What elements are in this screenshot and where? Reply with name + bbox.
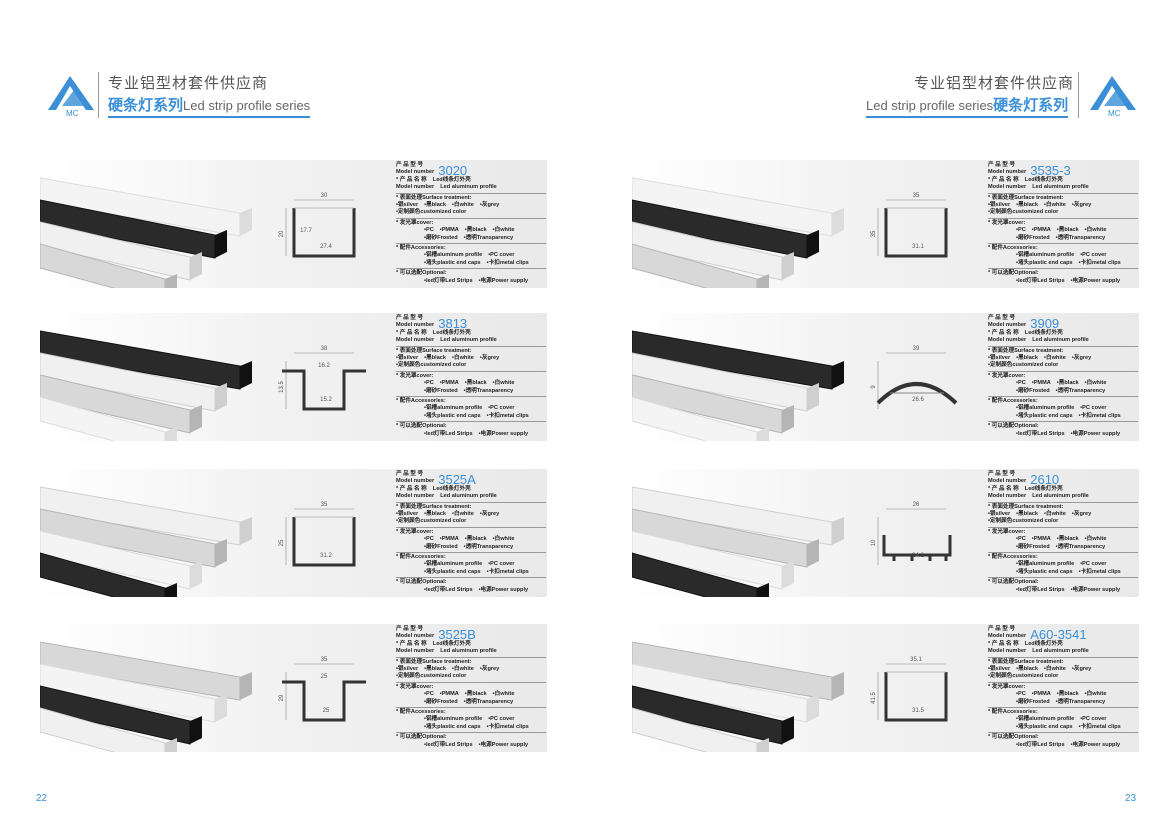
dim-height: 25 xyxy=(279,539,285,546)
cross-section-drawing: 38 13.5 15.2 16.2 xyxy=(279,346,366,411)
dim-inner-width: 15.2 xyxy=(320,397,332,403)
dim-width: 35 xyxy=(913,193,920,199)
dim-inner-width: 26.6 xyxy=(912,397,924,403)
dim-inner-width: 27.4 xyxy=(320,244,332,250)
dim-top-width: 16.2 xyxy=(318,363,330,369)
header-subtitle: 专业铝型材套件供应商 xyxy=(914,75,1075,92)
model-number: 3525B xyxy=(438,626,476,642)
product-photo xyxy=(40,486,252,597)
product-photo xyxy=(40,330,252,441)
model-number: 3909 xyxy=(1030,315,1060,331)
dim-width: 35 xyxy=(321,502,328,508)
profile-bar xyxy=(40,396,166,441)
product-photo xyxy=(40,641,252,752)
dim-width: 35.1 xyxy=(910,657,922,663)
company-logo: MC xyxy=(1090,76,1136,118)
dim-width: 35 xyxy=(321,657,328,663)
dim-inner-width: 25 xyxy=(323,708,330,714)
cross-section-drawing: 39 9 26.6 xyxy=(871,346,958,409)
dim-width: 38 xyxy=(321,346,328,352)
dim-height: 10 xyxy=(871,539,877,546)
dim-inner-width: 31.2 xyxy=(320,553,332,559)
dim-inner-height: 17.7 xyxy=(300,228,312,234)
cross-section-drawing: 35.1 41.5 31.5 xyxy=(871,657,948,722)
profile-bar xyxy=(632,707,758,752)
product-photo xyxy=(632,177,844,288)
dim-height: 29 xyxy=(279,694,285,701)
product-photo xyxy=(632,486,844,597)
header-title: 硬条灯系列Led strip profile series xyxy=(108,94,311,118)
profile-bar xyxy=(40,552,166,597)
dim-inner-width: 31.1 xyxy=(912,244,924,250)
svg-text:MC: MC xyxy=(66,109,79,118)
product-photo xyxy=(632,641,844,752)
profile-bar xyxy=(40,243,166,288)
product-photo xyxy=(40,177,252,288)
dim-top-width: 25 xyxy=(321,674,328,680)
cross-section-drawing: 35 29 25 25 xyxy=(279,657,366,722)
cross-section-drawing: 26 10 24.2 xyxy=(871,502,952,565)
header-title: Led strip profile series硬条灯系列 xyxy=(866,94,1069,118)
profile-bar xyxy=(40,707,166,752)
dim-height: 20 xyxy=(279,230,285,237)
model-number: 2610 xyxy=(1030,471,1060,487)
page-number-left: 22 xyxy=(36,793,48,804)
model-number: 3813 xyxy=(438,315,468,331)
cross-section-drawing: 35 25 31.2 xyxy=(279,502,356,567)
profile-bar xyxy=(632,396,758,441)
company-logo: MC xyxy=(48,76,94,118)
model-number: 3525A xyxy=(438,471,476,487)
dim-inner-width: 31.5 xyxy=(912,708,924,714)
model-number: 3535-3 xyxy=(1030,162,1071,178)
model-number: A60-3541 xyxy=(1030,626,1087,642)
profile-bar xyxy=(632,243,758,288)
page-number-right: 23 xyxy=(1125,793,1137,804)
dim-width: 30 xyxy=(321,193,328,199)
cross-section-drawing: 35 35 31.1 xyxy=(871,193,948,258)
model-number: 3020 xyxy=(438,162,468,178)
product-photo xyxy=(632,330,844,441)
svg-text:MC: MC xyxy=(1108,109,1121,118)
dim-height: 9 xyxy=(871,385,877,389)
profile-bar xyxy=(632,552,758,597)
dim-height: 41.5 xyxy=(871,692,877,704)
header-subtitle: 专业铝型材套件供应商 xyxy=(108,75,269,92)
dim-height: 13.5 xyxy=(279,381,285,393)
cross-section-drawing: 30 20 27.4 17.7 xyxy=(279,193,356,258)
dim-width: 39 xyxy=(913,346,920,352)
dim-inner-width: 24.2 xyxy=(912,553,924,559)
dim-height: 35 xyxy=(871,230,877,237)
dim-width: 26 xyxy=(913,502,920,508)
